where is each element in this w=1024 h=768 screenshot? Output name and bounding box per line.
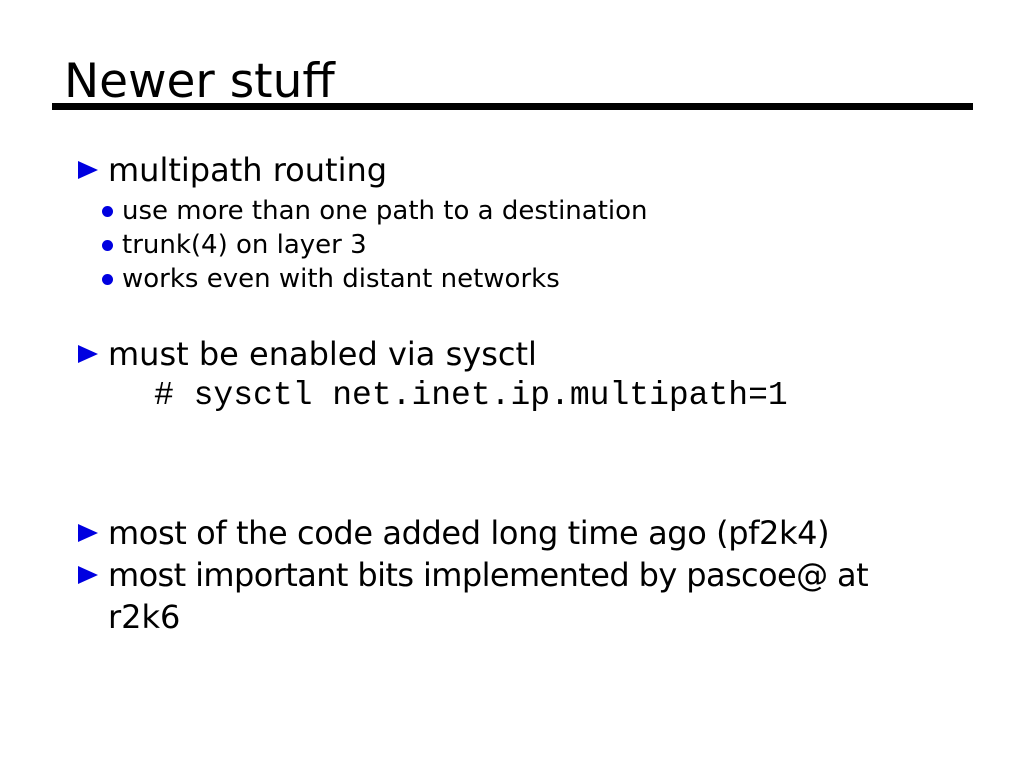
triangle-bullet-icon [78,524,98,542]
bullet-multipath-routing: multipath routing [78,150,387,190]
list-item: use more than one path to a destination [102,194,648,228]
bullet-label: most important bits implemented by pasco… [108,556,869,594]
list-item: works even with distant networks [102,262,648,296]
sub-bullet-list: use more than one path to a destination … [102,194,648,296]
bullet-label: most of the code added long time ago (pf… [108,514,830,552]
triangle-bullet-icon [78,345,98,363]
bullet-code-added: most of the code added long time ago (pf… [78,513,830,553]
sub-bullet-label: works even with distant networks [122,264,560,294]
title-underline [52,103,973,110]
dot-bullet-icon [102,274,113,285]
list-item: trunk(4) on layer 3 [102,228,648,262]
bullet-label: must be enabled via sysctl [108,335,537,373]
sub-bullet-label: trunk(4) on layer 3 [122,230,367,260]
triangle-bullet-icon [78,161,98,179]
triangle-bullet-icon [78,566,98,584]
bullet-label: multipath routing [108,151,388,189]
bullet-continuation-line: r2k6 [108,598,181,636]
dot-bullet-icon [102,240,113,251]
bullet-pascoe: most important bits implemented by pasco… [78,555,869,595]
dot-bullet-icon [102,206,113,217]
code-sysctl-command: # sysctl net.inet.ip.multipath=1 [154,377,788,414]
page-title: Newer stuff [64,54,335,109]
sub-bullet-label: use more than one path to a destination [122,196,648,226]
bullet-sysctl: must be enabled via sysctl [78,334,537,374]
